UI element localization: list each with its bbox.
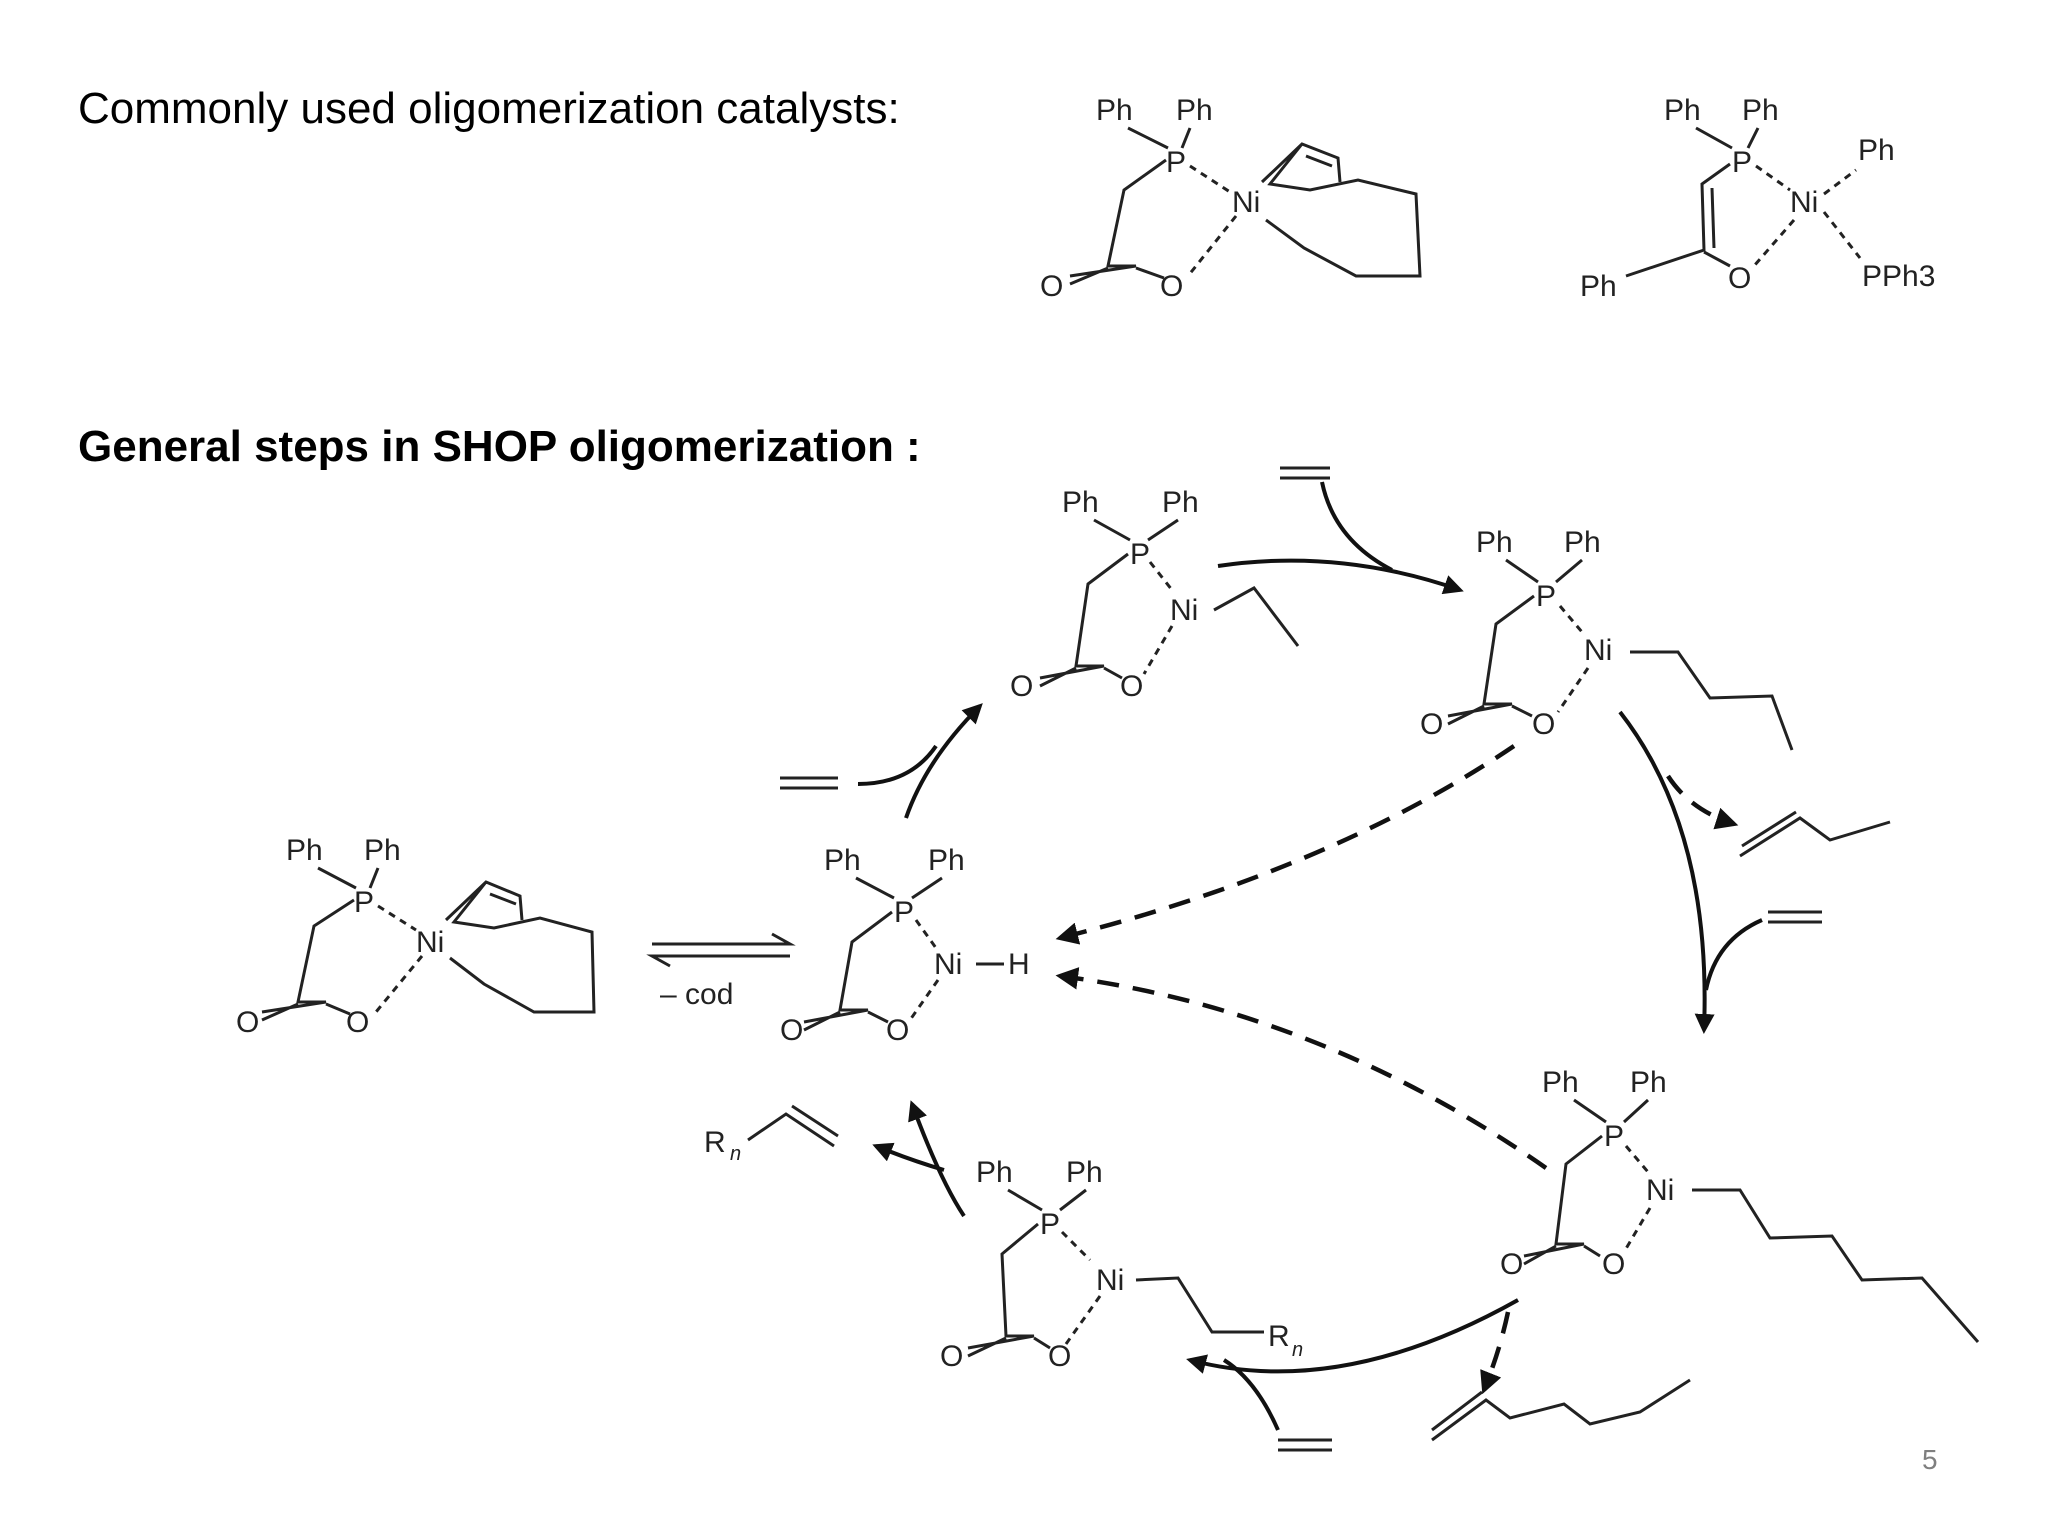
- complex-ni-cod-start: Ph Ph P Ni O O: [236, 834, 596, 1039]
- label-ph: Ph: [928, 844, 965, 877]
- label-ni: Ni: [416, 926, 444, 959]
- label-ph: Ph: [1062, 486, 1099, 519]
- label-ni: Ni: [1790, 186, 1818, 219]
- label-o: O: [780, 1014, 803, 1047]
- label-o: O: [1532, 708, 1555, 741]
- label-o: O: [1602, 1248, 1625, 1281]
- label-ni: Ni: [1096, 1264, 1124, 1297]
- arrow-hexyl-return-to-nih: [1055, 967, 1548, 1170]
- label-o: O: [1048, 1340, 1071, 1373]
- complex-ni-hexyl: Ph Ph P Ni O O: [1500, 1066, 1980, 1343]
- label-ph: Ph: [1664, 94, 1701, 127]
- label-o: O: [1010, 670, 1033, 703]
- label-ph: Ph: [1176, 94, 1213, 127]
- label-o: O: [1500, 1248, 1523, 1281]
- label-pph3: PPh3: [1862, 260, 1935, 293]
- label-p: P: [354, 886, 374, 919]
- label-n: n: [730, 1143, 741, 1165]
- arrow-hexyl-to-alkyl: [1186, 1298, 1519, 1374]
- label-ni: Ni: [1232, 186, 1260, 219]
- label-ph: Ph: [286, 834, 323, 867]
- equilibrium-arrow: – cod: [646, 932, 796, 1011]
- ethylene-left: [780, 776, 838, 790]
- label-ph: Ph: [1858, 134, 1895, 167]
- complex-ni-ethyl: Ph Ph P Ni O O: [1010, 486, 1300, 703]
- label-o: O: [1120, 670, 1143, 703]
- label-o: O: [1160, 270, 1183, 303]
- label-ni: Ni: [1646, 1174, 1674, 1207]
- complex-ni-hydride: Ph Ph P Ni H O O: [780, 844, 1030, 1047]
- label-o: O: [1040, 270, 1063, 303]
- alpha-olefin-product: R n: [704, 1104, 839, 1165]
- arrow-butene-elimination: [1666, 774, 1739, 830]
- arrow-butyl-to-hexyl: [1618, 710, 1715, 1034]
- label-o: O: [346, 1006, 369, 1039]
- arrow-ethyl-to-butyl: [1217, 558, 1464, 595]
- arrow-ethylene-in-left: [857, 744, 938, 786]
- label-o: O: [236, 1006, 259, 1039]
- label-p: P: [1166, 146, 1186, 179]
- label-ni: Ni: [1584, 634, 1612, 667]
- label-p: P: [1130, 538, 1150, 571]
- complex-ni-butyl: Ph Ph P Ni O O: [1420, 526, 1794, 751]
- page-number: 5: [1922, 1444, 1938, 1475]
- label-n: n: [1292, 1339, 1303, 1361]
- label-p: P: [1732, 146, 1752, 179]
- label-ni: Ni: [934, 948, 962, 981]
- label-ph: Ph: [976, 1156, 1013, 1189]
- label-ph: Ph: [364, 834, 401, 867]
- butene-product: [1739, 810, 1891, 858]
- label-ph: Ph: [1096, 94, 1133, 127]
- label-ph: Ph: [1542, 1066, 1579, 1099]
- arrow-alkyl-to-nih: [908, 1100, 966, 1218]
- label-ph: Ph: [824, 844, 861, 877]
- label-h: H: [1008, 948, 1030, 981]
- arrow-ethylene-in-bottom: [1222, 1358, 1280, 1431]
- label-ph: Ph: [1476, 526, 1513, 559]
- label-p: P: [1040, 1208, 1060, 1241]
- hexene-product: [1431, 1378, 1691, 1442]
- label-ph: Ph: [1564, 526, 1601, 559]
- label-o: O: [1420, 708, 1443, 741]
- label-r: R: [1268, 1320, 1290, 1353]
- catalyst-ni-cod: Ph Ph P Ni O O: [1040, 94, 1422, 303]
- shop-steps-heading: General steps in SHOP oligomerization :: [78, 422, 921, 471]
- ethylene-right: [1768, 910, 1822, 924]
- arrow-olefin-release: [872, 1142, 945, 1172]
- catalyst-ni-ph-pph3: Ph Ph P Ni Ph PPh3 Ph O: [1580, 94, 1935, 303]
- label-ni: Ni: [1170, 594, 1198, 627]
- label-o: O: [886, 1014, 909, 1047]
- arrow-nih-to-ethyl: [904, 703, 983, 819]
- label-ph: Ph: [1630, 1066, 1667, 1099]
- label-r: R: [704, 1126, 726, 1159]
- arrow-ethylene-in-right: [1704, 918, 1763, 991]
- label-ph: Ph: [1580, 270, 1617, 303]
- arrow-butyl-return-to-nih: [1055, 744, 1516, 945]
- ethylene-bottom: [1278, 1438, 1332, 1452]
- complex-ni-alkyl-rn: Ph Ph P Ni O O R n: [940, 1156, 1303, 1373]
- label-p: P: [1536, 580, 1556, 613]
- catalysts-heading: Commonly used oligomerization catalysts:: [78, 84, 900, 133]
- label-ph: Ph: [1742, 94, 1779, 127]
- label-p: P: [1604, 1120, 1624, 1153]
- minus-cod-label: – cod: [660, 978, 733, 1011]
- label-p: P: [894, 896, 914, 929]
- arrow-ethylene-in-top: [1320, 481, 1393, 572]
- arrow-hexene-elimination: [1480, 1311, 1511, 1395]
- label-o: O: [1728, 262, 1751, 295]
- ethylene-top: [1280, 466, 1330, 480]
- label-ph: Ph: [1066, 1156, 1103, 1189]
- label-ph: Ph: [1162, 486, 1199, 519]
- label-o: O: [940, 1340, 963, 1373]
